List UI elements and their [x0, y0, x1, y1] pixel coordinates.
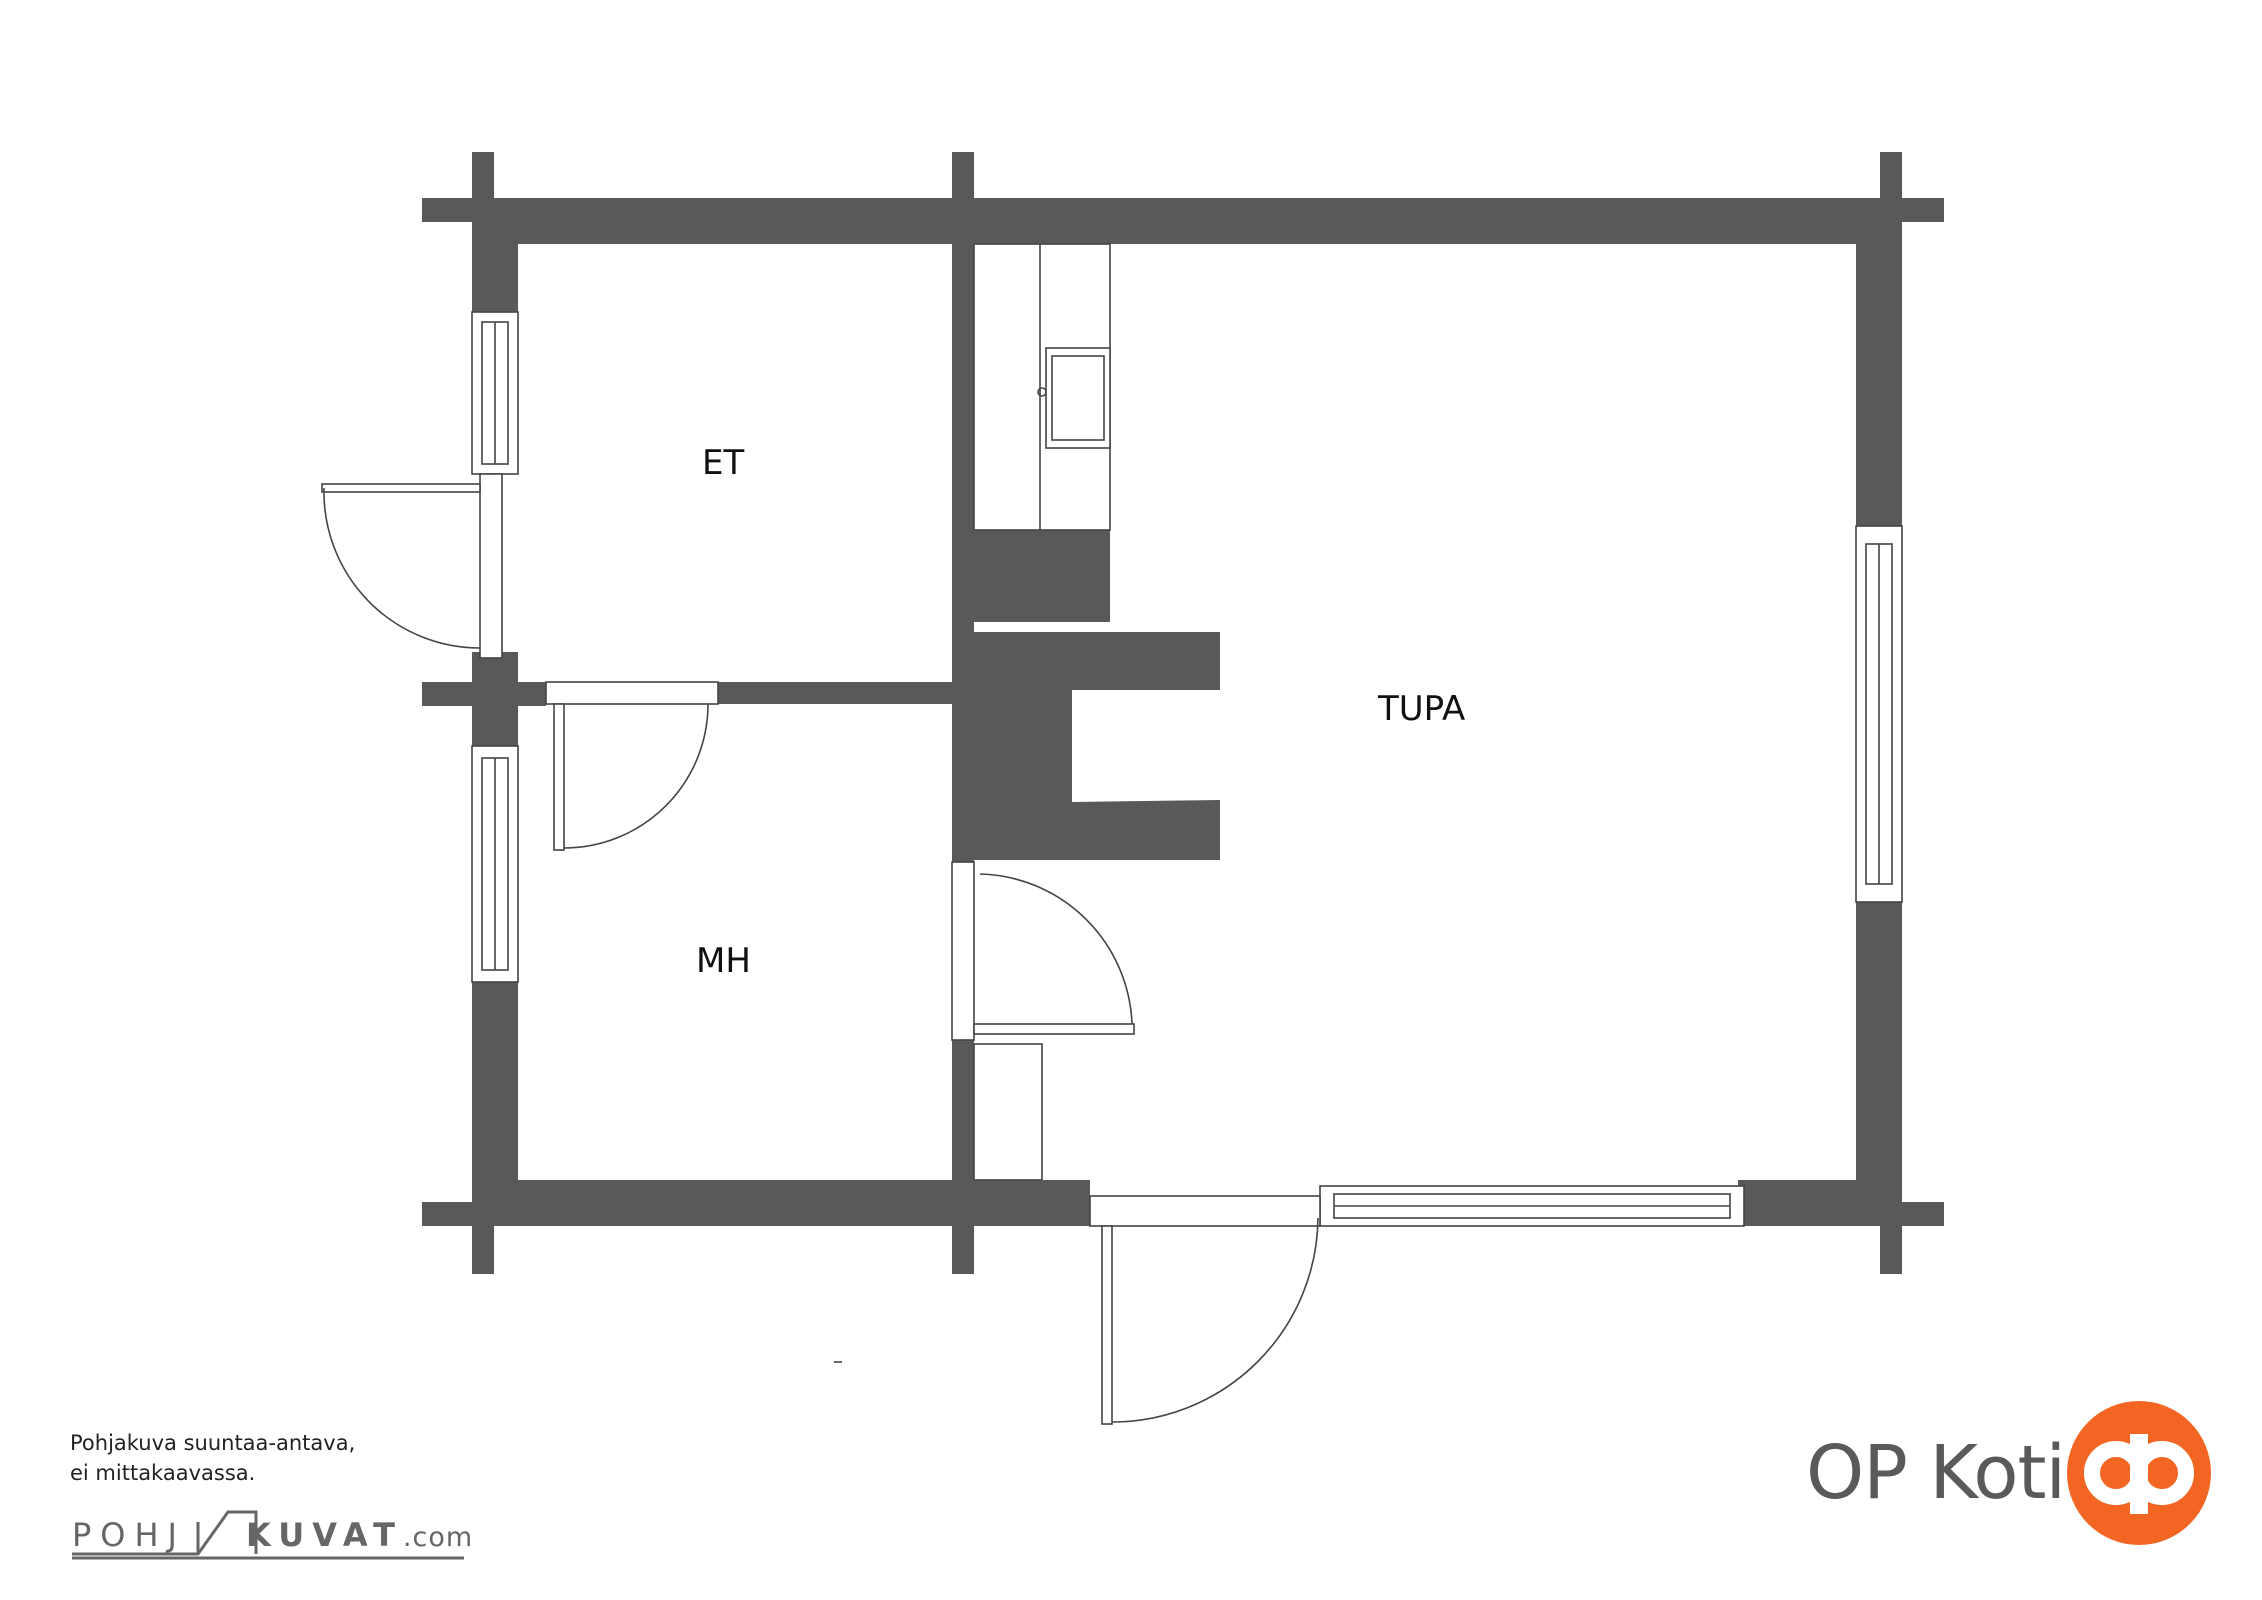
- op-logo-icon: [2067, 1401, 2211, 1545]
- outer-walls: [422, 152, 1944, 1274]
- pohjakuvat-roof-icon: [72, 1510, 464, 1560]
- window-left-upper: [471, 311, 519, 475]
- kitchen-counter: [973, 243, 1111, 531]
- door-et-entrance: [321, 473, 503, 659]
- disclaimer-line-2: ei mittakaavassa.: [70, 1461, 256, 1485]
- pohjakuvat-left: POHJ: [72, 1516, 186, 1554]
- brand-name: OP Koti: [1806, 1430, 2066, 1516]
- room-label-tupa: TUPA: [1377, 689, 1465, 729]
- pohjakuvat-logo: POHJ KUVAT.com: [70, 1504, 472, 1562]
- room-label-mh: MH: [696, 941, 751, 981]
- window-left-lower: [471, 745, 519, 983]
- doors: [321, 473, 1321, 1425]
- disclaimer-line-1: Pohjakuva suuntaa-antava,: [70, 1431, 356, 1455]
- door-mh-tupa: [951, 861, 1135, 1041]
- pohjakuvat-domain: .com: [402, 1522, 474, 1553]
- windows: [471, 311, 1903, 1227]
- pohjakuvat-right: KUVAT.com: [246, 1516, 473, 1554]
- closet: [973, 1043, 1043, 1181]
- pohjakuvat-kuvat: KUVAT: [246, 1516, 403, 1554]
- fireplace: [974, 530, 1220, 860]
- door-et-mh: [545, 681, 719, 851]
- window-bottom: [1319, 1185, 1745, 1227]
- room-label-et: ET: [702, 443, 744, 483]
- door-main-entrance: [1089, 1195, 1321, 1425]
- window-right: [1855, 525, 1903, 903]
- disclaimer-note: Pohjakuva suuntaa-antava, ei mittakaavas…: [70, 1428, 355, 1488]
- interior-walls: [518, 222, 974, 1202]
